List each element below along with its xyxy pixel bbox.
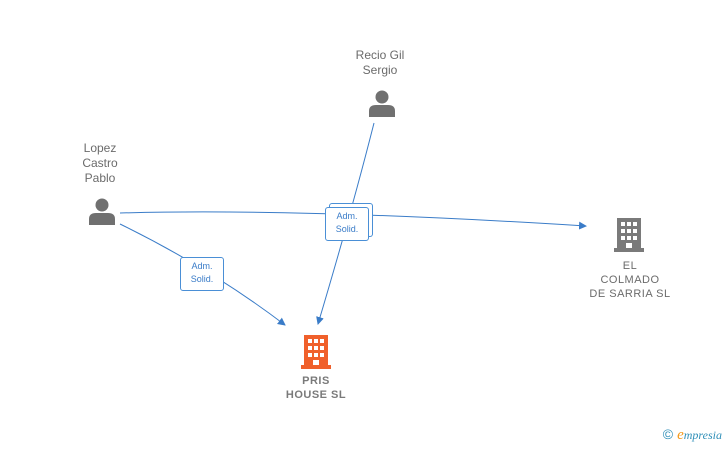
building-icon-colmado[interactable]	[614, 218, 644, 252]
copyright-icon: ©	[662, 426, 674, 442]
relation-badge-left[interactable]: Adm. Solid.	[180, 257, 224, 291]
node-label-pris[interactable]: PRIS HOUSE SL	[285, 375, 347, 401]
relation-badge-center[interactable]: Adm. Solid.	[325, 207, 369, 241]
brand-initial: e	[677, 427, 684, 443]
brand-name: mpresia	[683, 428, 722, 442]
brand-logo[interactable]: ©empresia	[663, 426, 722, 444]
person-icon-lopez[interactable]	[89, 198, 115, 226]
building-icon-pris[interactable]	[301, 335, 331, 369]
node-label-lopez[interactable]: Lopez Castro Pablo	[82, 141, 118, 185]
node-label-colmado[interactable]: EL COLMADO DE SARRIA SL	[589, 260, 671, 300]
node-label-recio[interactable]: Recio Gil Sergio	[355, 48, 405, 77]
person-icon-recio[interactable]	[369, 90, 395, 118]
